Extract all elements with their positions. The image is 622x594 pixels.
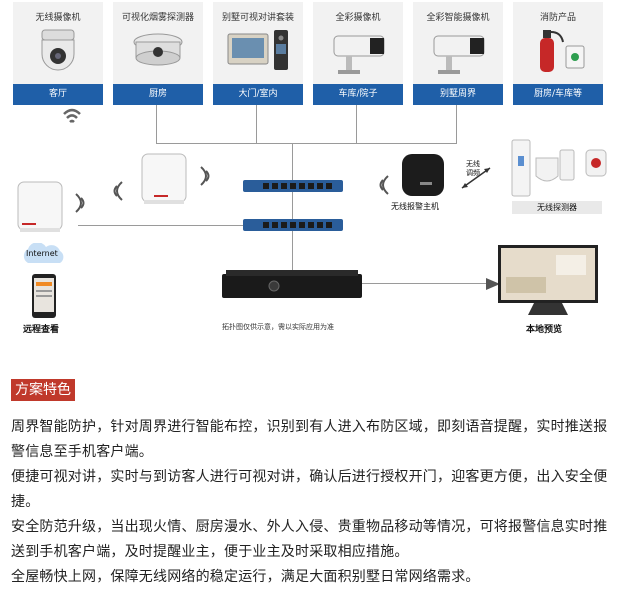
wire xyxy=(355,283,495,284)
device-title: 全彩智能摄像机 xyxy=(426,13,490,23)
device-title: 无线摄像机 xyxy=(35,13,81,23)
wifi-signal-icon xyxy=(63,108,81,123)
device-location: 车库/院子 xyxy=(313,84,403,105)
video-intercom-icon xyxy=(227,30,288,70)
feature-paragraph-2: 便捷可视对讲，实时与到访客人进行可视对讲，确认后进行授权开门，迎客更方便，出入安… xyxy=(11,469,608,510)
device-card-5: 全彩智能摄像机 别墅周界 xyxy=(413,2,503,105)
monitor-icon xyxy=(498,245,598,315)
detector-label: 无线探测器 xyxy=(537,203,577,212)
wifi-signal-icon xyxy=(200,166,210,186)
device-location: 客厅 xyxy=(13,84,103,105)
bidirectional-arrow-icon xyxy=(461,167,491,189)
feature-paragraph-3: 安全防范升级，当出现火情、厨房漫水、外人入侵、贵重物品移动等情况，可将报警信息实… xyxy=(11,519,608,560)
wire xyxy=(78,225,244,226)
wireless-router-icon xyxy=(141,153,187,204)
remote-view-label: 远程查看 xyxy=(23,325,60,335)
network-switch-icon xyxy=(243,219,343,231)
wifi-signal-icon xyxy=(113,181,123,201)
fire-extinguisher-icon xyxy=(540,30,585,72)
alarm-host-icon xyxy=(402,154,444,196)
feature-paragraph-4: 全屋畅快上网，保障无线网络的稳定运行，满足大面积别墅日常网络需求。 xyxy=(11,569,480,585)
wire xyxy=(256,105,257,143)
wireless-detectors-icon xyxy=(511,139,607,197)
smartphone-icon xyxy=(32,274,56,318)
device-location: 厨房/车库等 xyxy=(513,84,603,105)
wire xyxy=(156,143,457,144)
detector-label-box: 无线探测器 xyxy=(512,201,602,214)
device-location: 厨房 xyxy=(113,84,203,105)
bullet-camera-icon xyxy=(333,35,385,74)
nvr-icon xyxy=(222,270,362,298)
bullet-camera-icon xyxy=(433,35,485,74)
wire xyxy=(456,105,457,143)
device-location: 别墅周界 xyxy=(413,84,503,105)
topology-note: 拓扑图仅供示意，需以实际应用为准 xyxy=(222,323,334,331)
smoke-detector-icon xyxy=(133,33,183,66)
device-title: 可视化烟雾探测器 xyxy=(121,13,194,23)
wireless-link-label: 无线 调频 xyxy=(466,160,480,177)
device-location: 大门/室内 xyxy=(213,84,303,105)
wireless-router-icon xyxy=(17,181,63,232)
device-title: 全彩摄像机 xyxy=(335,13,381,23)
ptz-camera-icon xyxy=(41,29,75,71)
wire xyxy=(356,105,357,143)
network-switch-icon xyxy=(243,180,343,192)
device-card-3: 别墅可视对讲套装 大门/室内 xyxy=(213,2,303,105)
arrow-right-icon xyxy=(486,278,500,290)
internet-label: Internet xyxy=(26,249,58,258)
device-card-4: 全彩摄像机 车库/院子 xyxy=(313,2,403,105)
device-card-2: 可视化烟雾探测器 厨房 xyxy=(113,2,203,105)
cloud-icon xyxy=(23,243,64,263)
device-card-1: 无线摄像机 客厅 xyxy=(13,2,103,105)
feature-paragraph-1: 周界智能防护，针对周界进行智能布控，识别到有人进入布防区域，即刻语音提醒，实时推… xyxy=(11,419,608,460)
wifi-signal-icon xyxy=(75,193,85,213)
device-card-6: 消防产品 厨房/车库等 xyxy=(513,2,603,105)
device-title: 别墅可视对讲套装 xyxy=(221,13,294,23)
section-heading: 方案特色 xyxy=(11,379,75,401)
local-preview-label: 本地预览 xyxy=(526,325,563,335)
wifi-signal-icon xyxy=(379,175,389,195)
wire xyxy=(156,105,157,143)
alarm-host-label: 无线报警主机 xyxy=(391,202,439,211)
wire xyxy=(292,143,293,273)
device-title: 消防产品 xyxy=(539,13,576,23)
